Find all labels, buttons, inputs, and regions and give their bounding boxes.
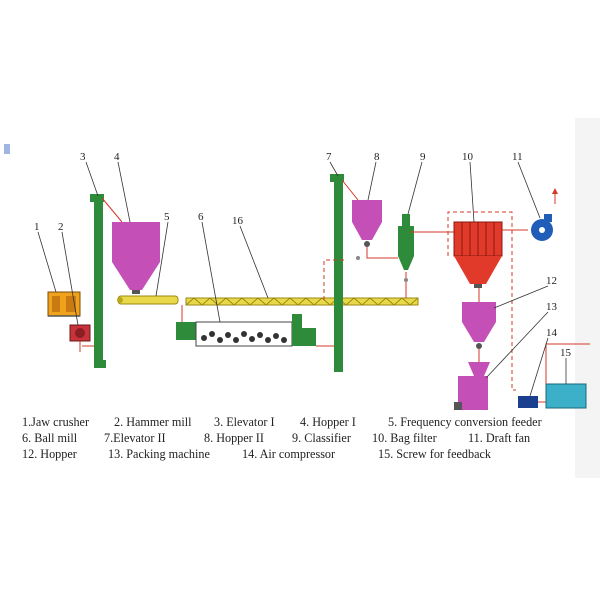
tank-icon bbox=[545, 383, 587, 409]
label-13: 13 bbox=[546, 301, 558, 313]
label-8: 8 bbox=[374, 151, 380, 163]
elevator-icon bbox=[330, 174, 344, 372]
hammer-mill-icon bbox=[69, 324, 91, 352]
hopper-icon bbox=[352, 200, 382, 247]
label-12: 12 bbox=[546, 275, 557, 287]
legend-item: 6. Ball mill bbox=[22, 431, 78, 445]
legend-item: 7.Elevator II bbox=[104, 431, 166, 445]
label-2: 2 bbox=[58, 221, 64, 233]
hopper-icon bbox=[462, 302, 496, 349]
jaw-crusher-icon bbox=[47, 291, 81, 317]
legend-item: 3. Elevator I bbox=[214, 415, 275, 429]
ball-mill-icon bbox=[176, 314, 316, 347]
hopper-icon bbox=[112, 222, 160, 294]
legend-item: 8. Hopper II bbox=[204, 431, 264, 445]
leader-lines bbox=[37, 161, 567, 397]
packing-machine-icon bbox=[454, 362, 490, 410]
label-1: 1 bbox=[34, 221, 40, 233]
legend-item: 5. Frequency conversion feeder bbox=[388, 415, 542, 429]
label-5: 5 bbox=[164, 211, 170, 223]
corner-marker bbox=[4, 144, 10, 154]
legend-row: 1.Jaw crusher 2. Hammer mill 3. Elevator… bbox=[22, 414, 582, 430]
legend: 1.Jaw crusher 2. Hammer mill 3. Elevator… bbox=[22, 414, 582, 462]
legend-item: 2. Hammer mill bbox=[114, 415, 192, 429]
legend-item: 9. Classifier bbox=[292, 431, 351, 445]
legend-item: 15. Screw for feedback bbox=[378, 447, 492, 461]
label-16: 16 bbox=[232, 215, 244, 227]
legend-item: 12. Hopper bbox=[22, 447, 77, 461]
draft-fan-icon bbox=[531, 188, 558, 241]
label-11: 11 bbox=[512, 151, 523, 163]
screw-feedback-icon bbox=[185, 297, 419, 306]
classifier-icon bbox=[398, 214, 414, 270]
label-4: 4 bbox=[114, 151, 120, 163]
legend-item: 1.Jaw crusher bbox=[22, 415, 90, 429]
label-10: 10 bbox=[462, 151, 474, 163]
label-9: 9 bbox=[420, 151, 426, 163]
air-compressor-icon bbox=[518, 396, 538, 408]
legend-item: 4. Hopper I bbox=[300, 415, 356, 429]
label-7: 7 bbox=[326, 151, 332, 163]
page-edge-shade bbox=[575, 118, 600, 478]
bag-filter-icon bbox=[453, 221, 503, 288]
legend-item: 11. Draft fan bbox=[468, 431, 531, 445]
legend-item: 13. Packing machine bbox=[108, 447, 210, 461]
legend-row: 12. Hopper 13. Packing machine 14. Air c… bbox=[22, 446, 582, 462]
legend-item: 10. Bag filter bbox=[372, 431, 437, 445]
label-14: 14 bbox=[546, 327, 558, 339]
legend-item: 14. Air compressor bbox=[242, 447, 336, 461]
label-3: 3 bbox=[80, 151, 86, 163]
dashed-return-line bbox=[323, 211, 516, 391]
legend-row: 6. Ball mill 7.Elevator II 8. Hopper II … bbox=[22, 430, 582, 446]
elevator-icon bbox=[90, 194, 106, 368]
number-labels: 1 2 3 4 5 6 16 7 8 9 10 11 12 13 14 15 bbox=[34, 151, 572, 359]
label-6: 6 bbox=[198, 211, 204, 223]
screw-feeder-icon bbox=[117, 295, 179, 305]
label-15: 15 bbox=[560, 347, 572, 359]
